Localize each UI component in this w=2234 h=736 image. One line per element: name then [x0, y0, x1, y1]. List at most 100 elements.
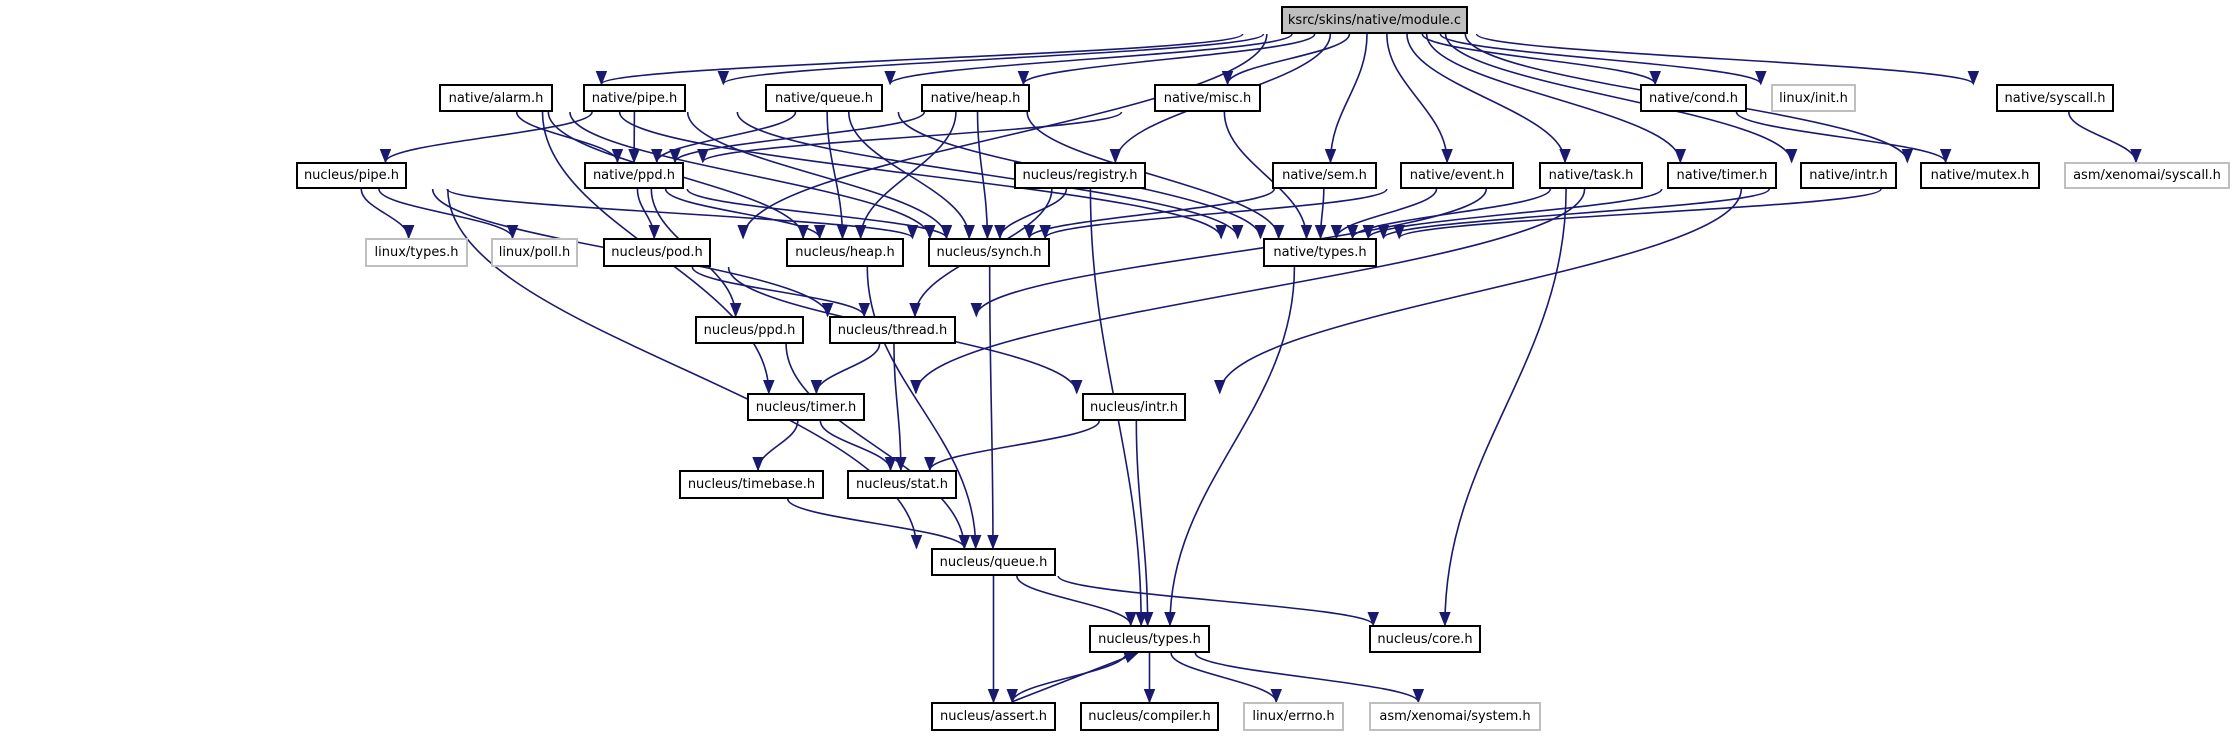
node-k-registry[interactable]: nucleus/registry.h — [1014, 162, 1146, 189]
node-n-misc[interactable]: native/misc.h — [1154, 84, 1261, 112]
node-label: nucleus/intr.h — [1089, 399, 1179, 415]
node-k-compiler[interactable]: nucleus/compiler.h — [1080, 702, 1219, 731]
node-n-queue[interactable]: native/queue.h — [765, 84, 883, 112]
node-label: native/ppd.h — [592, 168, 676, 183]
node-n-ppd[interactable]: native/ppd.h — [584, 162, 684, 189]
node-label: native/syscall.h — [2004, 90, 2106, 106]
node-k-timer[interactable]: nucleus/timer.h — [747, 393, 865, 421]
node-k-heap[interactable]: nucleus/heap.h — [786, 238, 904, 267]
node-n-sem[interactable]: native/sem.h — [1272, 162, 1377, 189]
node-label: ksrc/skins/native/module.c — [1287, 12, 1462, 28]
edge-k_synch-to-k_queue — [987, 266, 999, 550]
edge-module-to-n_sem — [1324, 33, 1368, 164]
edge-n_ppd-to-k_pod — [636, 188, 660, 240]
edge-n_queue-to-n_ppd — [651, 111, 797, 164]
node-label: native/queue.h — [774, 90, 874, 106]
edge-module-to-n_event — [1386, 33, 1453, 164]
node-k-thread[interactable]: nucleus/thread.h — [829, 316, 956, 344]
node-n-timer[interactable]: native/timer.h — [1667, 162, 1777, 189]
edge-n_heap-to-k_synch — [976, 111, 994, 240]
edge-n_task-to-k_core — [1439, 188, 1567, 627]
node-n-mutex[interactable]: native/mutex.h — [1920, 162, 2040, 189]
node-n-intr[interactable]: native/intr.h — [1800, 162, 1897, 189]
node-n-heap[interactable]: native/heap.h — [921, 84, 1030, 112]
node-k-assert[interactable]: nucleus/assert.h — [931, 702, 1056, 731]
node-label: nucleus/timebase.h — [687, 477, 816, 492]
edge-module-to-n_intr — [1444, 33, 1798, 164]
edge-n_heap-to-n_ppd — [669, 111, 926, 164]
node-label: nucleus/timer.h — [755, 399, 857, 415]
edge-n_pipe-to-n_types — [736, 111, 1244, 240]
edge-module-to-n_task — [1406, 33, 1571, 164]
node-k-synch[interactable]: nucleus/synch.h — [928, 238, 1050, 267]
edge-n_ppd-to-k_heap — [664, 188, 826, 240]
node-label: asm/xenomai/system.h — [1379, 709, 1531, 724]
edge-module-to-n_syscall — [1475, 33, 1979, 86]
node-l-errno: linux/errno.h — [1243, 702, 1344, 731]
node-k-pipe[interactable]: nucleus/pipe.h — [296, 162, 407, 189]
node-k-core[interactable]: nucleus/core.h — [1369, 625, 1481, 653]
node-k-timebase[interactable]: nucleus/timebase.h — [679, 470, 824, 499]
node-l-poll: linux/poll.h — [491, 238, 578, 267]
node-label: native/event.h — [1409, 168, 1505, 183]
node-a-system: asm/xenomai/system.h — [1369, 702, 1541, 731]
node-k-stat[interactable]: nucleus/stat.h — [847, 470, 957, 499]
node-n-pipe[interactable]: native/pipe.h — [583, 84, 686, 112]
edge-n_intr-to-n_types — [1377, 188, 1771, 240]
node-label: native/sem.h — [1282, 168, 1367, 183]
edge-k_ppd-to-k_queue — [785, 343, 970, 550]
node-label: native/alarm.h — [448, 90, 544, 106]
node-label: linux/init.h — [1779, 90, 1848, 106]
node-label: linux/types.h — [374, 245, 459, 260]
edge-n_queue-to-k_heap — [826, 111, 849, 240]
edge-n_ppd-to-k_synch — [686, 188, 952, 240]
node-k-intr[interactable]: nucleus/intr.h — [1082, 393, 1186, 421]
node-label: nucleus/heap.h — [795, 245, 895, 260]
node-module[interactable]: ksrc/skins/native/module.c — [1281, 6, 1468, 34]
node-k-queue[interactable]: nucleus/queue.h — [931, 548, 1056, 576]
node-label: linux/errno.h — [1252, 709, 1335, 724]
node-k-ppd[interactable]: nucleus/ppd.h — [695, 316, 804, 344]
edge-module-to-n_heap — [1017, 33, 1316, 86]
edge-n_pipe-to-k_pipe — [379, 111, 593, 164]
edge-n_alarm-to-n_types — [618, 111, 1227, 240]
edge-n_syscall-to-a_syscall — [2068, 111, 2142, 164]
node-n-cond[interactable]: native/cond.h — [1640, 84, 1747, 112]
edge-n_event-to-n_types — [1330, 188, 1438, 240]
edge-n_task-to-k_thread — [970, 188, 1488, 318]
edge-module-to-k_pod — [737, 33, 1268, 240]
edge-module-to-n_queue — [884, 33, 1293, 86]
edge-k_assert-to-k_types — [1011, 652, 1139, 703]
node-l-init: linux/init.h — [1771, 84, 1856, 112]
node-label: native/types.h — [1273, 245, 1367, 260]
node-label: nucleus/thread.h — [837, 322, 948, 338]
node-k-types[interactable]: nucleus/types.h — [1089, 625, 1210, 653]
node-n-alarm[interactable]: native/alarm.h — [439, 84, 553, 112]
edge-module-to-n_misc — [1221, 33, 1351, 86]
edge-module-to-n_alarm — [596, 33, 1244, 86]
edge-k_queue-to-k_core — [1057, 575, 1379, 627]
edge-n_types-to-k_types — [1164, 266, 1296, 627]
edge-k_pipe-to-l_types — [360, 188, 415, 240]
edge-n_misc-to-n_ppd — [697, 111, 1123, 164]
edge-n_sem-to-k_synch — [1023, 188, 1275, 240]
node-n-types[interactable]: native/types.h — [1263, 238, 1377, 267]
node-n-event[interactable]: native/event.h — [1400, 162, 1514, 189]
edge-n_pipe-to-k_synch — [686, 111, 953, 240]
edge-k_pipe-to-l_poll — [378, 188, 519, 240]
node-n-syscall[interactable]: native/syscall.h — [1996, 84, 2114, 112]
node-label: asm/xenomai/syscall.h — [2073, 168, 2221, 183]
edge-k_timer-to-k_timebase — [752, 420, 799, 472]
node-k-pod[interactable]: nucleus/pod.h — [603, 238, 711, 267]
edge-k_thread-to-k_stat — [893, 343, 907, 472]
node-label: native/timer.h — [1676, 168, 1768, 183]
edge-n_timer-to-k_timer — [910, 188, 1586, 395]
node-n-task[interactable]: native/task.h — [1539, 162, 1643, 189]
edge-n_misc-to-n_types — [1223, 111, 1313, 240]
edge-k_timebase-to-k_queue — [787, 498, 971, 550]
node-a-syscall: asm/xenomai/syscall.h — [2064, 162, 2230, 189]
edge-n_heap-to-k_heap — [854, 111, 957, 240]
node-label: native/intr.h — [1809, 168, 1888, 183]
edge-module-to-n_timer — [1425, 33, 1686, 164]
